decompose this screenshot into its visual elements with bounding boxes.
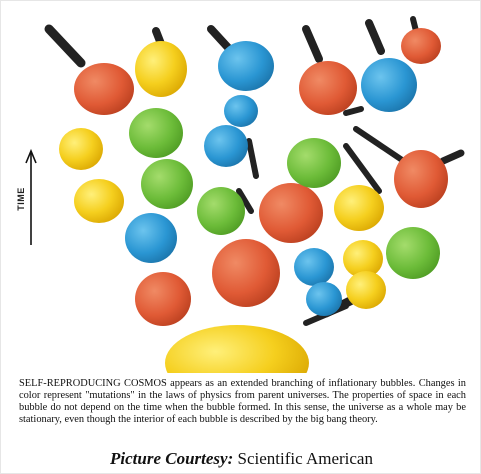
time-axis-label: TIME	[16, 187, 26, 211]
caption-lead: SELF-REPRODUCING COSMOS	[19, 378, 167, 389]
branch-middle	[197, 41, 357, 307]
credit-source: Scientific American	[233, 449, 373, 468]
branch-right	[294, 28, 448, 316]
picture-credit: Picture Courtesy: Scientific American	[1, 449, 481, 469]
root-bubble	[165, 325, 309, 373]
caption-body: appears as an extended branching of infl…	[19, 378, 466, 426]
branch-left	[59, 41, 193, 326]
time-arrow	[25, 148, 37, 245]
credit-prefix: Picture Courtesy:	[110, 449, 234, 468]
figure-caption: SELF-REPRODUCING COSMOS appears as an ex…	[19, 378, 466, 426]
bubble-diagram	[25, 16, 465, 373]
